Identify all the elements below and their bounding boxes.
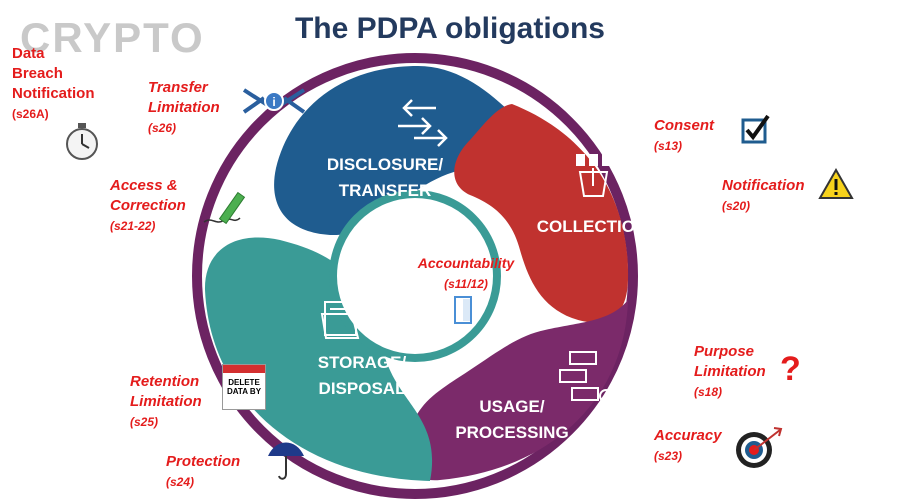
segment-usage-processing[interactable] [406,300,628,481]
segment-label: PROCESSING [455,423,568,442]
watermark: CRYPTO [20,14,205,61]
segment-disclosure-transfer[interactable] [274,66,535,236]
obligation-ref: (s21-22) [110,219,156,233]
calendar-header [223,365,265,373]
question-mark-icon: ? [780,350,801,388]
obligation-label: Consent [654,117,714,134]
folder-icon [320,301,360,339]
obligation-purpose-limitation: Purpose Limitation (s18) [694,342,766,402]
flowchart-icon [559,351,613,403]
obligation-consent: Consent (s13) [654,116,714,156]
obligation-access-correction: Access & Correction (s21-22) [110,176,186,236]
obligation-ref: (s13) [654,139,683,153]
stamp-line: DELETE [228,378,260,387]
obligation-label: Protection [166,453,241,470]
obligation-label: Data [12,45,45,62]
obligation-label: Transfer [148,79,208,96]
obligation-label: Notification [722,177,805,194]
obligation-notification: Notification (s20) [722,176,805,216]
stopwatch-icon [66,123,98,160]
center-ref: (s11/12) [444,277,488,291]
stamp-line: DATA BY [226,387,262,396]
obligation-ref: (s20) [722,199,751,213]
exchange-arrows-icon [398,99,448,147]
umbrella-icon [268,442,304,480]
obligation-label: Access & [110,177,178,194]
segment-label: DISCLOSURE/ [327,155,443,174]
obligation-label: Accuracy [654,427,722,444]
segment-label: COLLECTION [537,217,648,236]
obligation-ref: (s25) [130,415,159,429]
obligation-label: Purpose [694,343,755,360]
obligation-label: Limitation [694,363,766,380]
obligation-protection: Protection (s24) [166,452,240,492]
obligation-ref: (s24) [166,475,195,489]
obligation-ref: (s23) [654,449,683,463]
pencil-icon [203,191,246,225]
segment-label: STORAGE/ [318,353,407,372]
checkbox-checked-icon [741,114,770,144]
target-icon [736,427,783,468]
obligation-ref: (s26A) [12,107,49,121]
obligation-transfer-limitation: Transfer Limitation (s26) [148,78,220,138]
segment-label: USAGE/ [479,397,544,416]
warning-icon [818,168,854,199]
segment-label: TRANSFER [339,181,432,200]
obligation-label: Limitation [148,99,220,116]
obligation-label: Retention [130,373,200,390]
obligation-accuracy: Accuracy (s23) [654,426,722,466]
obligation-ref: (s18) [694,385,723,399]
delete-data-calendar-icon: DELETE DATA BY [222,364,266,410]
documents-collection-icon [576,154,611,197]
obligation-label: Limitation [130,393,202,410]
door-icon [454,296,472,324]
page-title: The PDPA obligations [294,12,605,45]
transfer-info-icon: i [242,88,306,114]
obligation-label: Notification [12,85,95,102]
segment-storage-disposal[interactable] [204,237,433,481]
obligation-ref: (s26) [148,121,177,135]
segment-label: DISPOSAL [319,379,406,398]
obligation-label: Correction [110,197,186,214]
svg-text:i: i [272,95,275,109]
center-label: Accountability [417,255,516,271]
obligation-retention-limitation: Retention Limitation (s25) [130,372,202,432]
obligation-data-breach: Data Breach Notification (s26A) [12,44,95,124]
obligation-label: Breach [12,65,63,82]
